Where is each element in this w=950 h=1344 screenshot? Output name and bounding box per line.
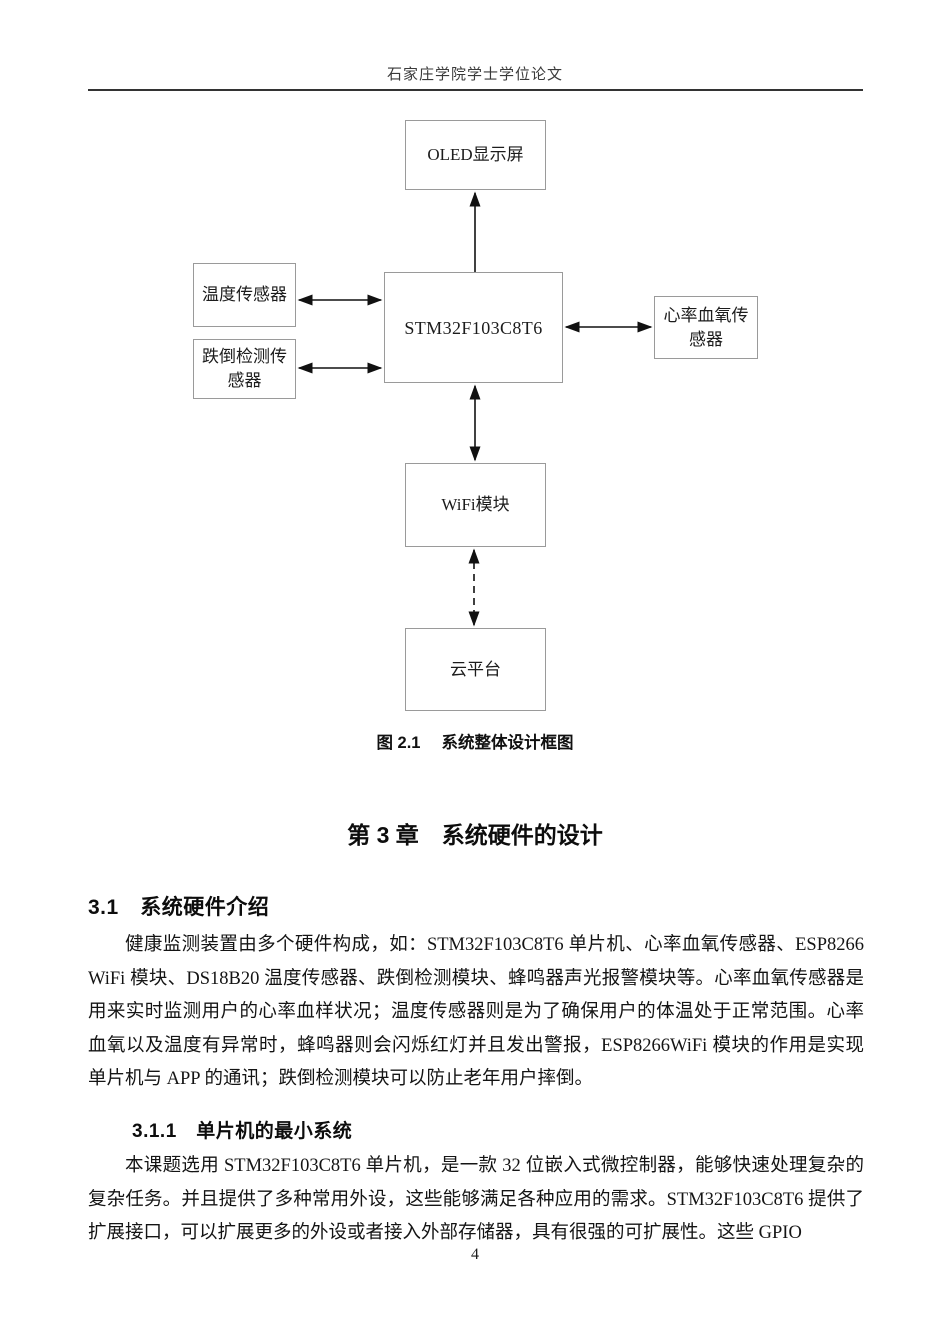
diagram-box-oled-display: OLED显示屏 bbox=[405, 120, 546, 190]
section-title: 3.1 系统硬件介绍 bbox=[88, 896, 270, 919]
diagram-box-temperature-label: 温度传感器 bbox=[202, 285, 287, 304]
diagram-box-fall-label: 跌倒检测传感器 bbox=[202, 347, 287, 390]
page-number: 4 bbox=[471, 1246, 479, 1263]
subsection-title: 3.1.1 单片机的最小系统 bbox=[132, 1121, 353, 1142]
page-header-title: 石家庄学院学士学位论文 bbox=[386, 67, 563, 83]
paragraph-mcu-minimal-system: 本课题选用 STM32F103C8T6 单片机，是一款 32 位嵌入式微控制器，… bbox=[88, 1156, 864, 1243]
diagram-box-cloud-platform: 云平台 bbox=[405, 628, 546, 711]
diagram-box-oled-label: OLED显示屏 bbox=[427, 145, 524, 164]
diagram-box-cloud-label: 云平台 bbox=[450, 659, 501, 679]
header-divider bbox=[88, 89, 863, 91]
diagram-box-wifi-module: WiFi模块 bbox=[405, 463, 546, 547]
chapter-title: 第 3 章 系统硬件的设计 bbox=[347, 822, 603, 848]
diagram-box-wifi-label: WiFi模块 bbox=[441, 495, 510, 514]
diagram-box-mcu-label: STM32F103C8T6 bbox=[404, 317, 543, 338]
diagram-box-heart-label: 心率血氧传感器 bbox=[663, 305, 749, 349]
paragraph-hardware-intro: 健康监测装置由多个硬件构成，如：STM32F103C8T6 单片机、心率血氧传感… bbox=[88, 935, 864, 1089]
diagram-box-temperature-sensor: 温度传感器 bbox=[193, 263, 296, 327]
diagram-box-fall-detection-sensor: 跌倒检测传感器 bbox=[193, 339, 296, 399]
diagram-box-heart-oxygen-sensor: 心率血氧传感器 bbox=[654, 296, 758, 359]
diagram-box-stm32-mcu: STM32F103C8T6 bbox=[384, 272, 563, 383]
figure-caption: 图 2.1 系统整体设计框图 bbox=[376, 734, 574, 752]
